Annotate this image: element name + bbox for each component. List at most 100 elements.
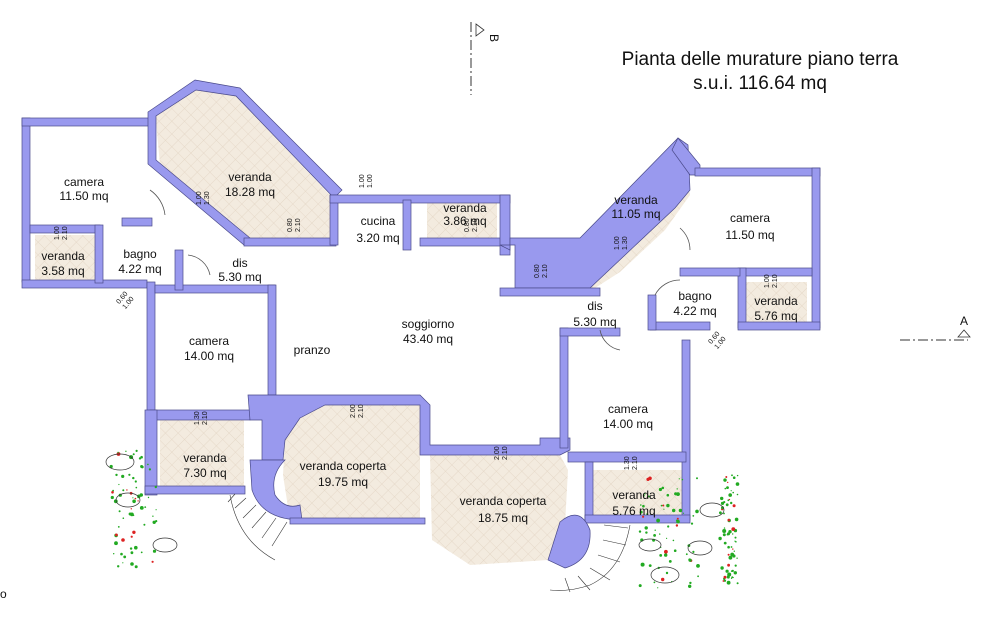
- opening-width: 1.30: [624, 456, 631, 470]
- wall-segment: [499, 137, 691, 289]
- room-name: dis: [232, 256, 247, 270]
- vegetation-dot: [644, 493, 646, 495]
- room-name: veranda: [612, 488, 656, 502]
- room-name: veranda: [41, 249, 85, 263]
- vegetation-dot: [128, 473, 131, 476]
- wall-segment: [647, 294, 657, 331]
- opening-height: 2.10: [542, 264, 549, 278]
- room-name: bagno: [123, 247, 157, 261]
- vegetation-dot: [132, 530, 136, 534]
- wall-segment: [267, 284, 277, 396]
- vegetation-dot: [122, 489, 125, 492]
- wall-segment: [584, 461, 594, 521]
- wall-segment: [21, 279, 148, 289]
- vegetation-dot: [727, 545, 730, 549]
- door-swing: [187, 254, 211, 276]
- room-area: 3.58 mq: [41, 264, 84, 278]
- vegetation-dot: [661, 577, 665, 582]
- vegetation-dot: [719, 511, 722, 515]
- vegetation-dot: [718, 536, 722, 541]
- wall-segment: [649, 321, 711, 331]
- vegetation-dot: [668, 560, 672, 563]
- vegetation-dot: [663, 508, 665, 510]
- vegetation-dot: [132, 499, 136, 504]
- room-area: 14.00 mq: [184, 349, 234, 363]
- vegetation-dot: [653, 581, 656, 584]
- wall-segment: [584, 514, 691, 524]
- room-name: cucina: [361, 214, 396, 228]
- vegetation-dot: [117, 526, 120, 528]
- vegetation-dot: [697, 575, 699, 578]
- wall-segment: [681, 339, 691, 521]
- room-name: camera: [730, 211, 770, 225]
- vegetation-dot: [672, 508, 676, 513]
- vegetation-dot: [646, 477, 650, 481]
- vegetation-dot: [657, 587, 659, 589]
- room-name: veranda: [443, 201, 487, 215]
- room-area: 3.20 mq: [356, 231, 399, 245]
- vegetation-dot: [121, 474, 125, 478]
- room-name: pranzo: [294, 343, 331, 357]
- wall-segment: [679, 267, 741, 277]
- vegetation-dot: [732, 576, 734, 579]
- vegetation-dot: [640, 504, 642, 506]
- vegetation-dot: [690, 522, 694, 525]
- vegetation-dot: [681, 478, 684, 481]
- vegetation-dot: [722, 529, 727, 533]
- room-area: 14.00 mq: [603, 417, 653, 431]
- vegetation-dot: [132, 453, 135, 456]
- vegetation-dot: [134, 497, 137, 500]
- vegetation-dot: [724, 487, 727, 490]
- vegetation-dot: [732, 491, 734, 494]
- vegetation-dot: [732, 504, 736, 508]
- vegetation-dot: [662, 504, 665, 507]
- room-area: 7.30 mq: [183, 466, 226, 480]
- vegetation-dot: [736, 493, 739, 496]
- room-name: dis: [587, 299, 602, 313]
- room-area: 18.28 mq: [225, 185, 275, 199]
- opening-height: 2.10: [202, 411, 209, 425]
- vegetation-dot: [736, 474, 739, 477]
- wall-segment: [146, 281, 156, 423]
- room-area: 5.76 mq: [754, 309, 797, 323]
- vegetation-dot: [122, 517, 125, 519]
- vegetation-dot: [723, 575, 727, 579]
- opening-height: 1.30: [622, 236, 629, 250]
- vegetation-dot: [685, 553, 688, 556]
- garden-rock: [152, 537, 178, 553]
- room-area: 11.50 mq: [59, 189, 108, 203]
- room-area: 4.22 mq: [118, 262, 161, 276]
- vegetation-dot: [734, 564, 737, 567]
- vegetation-dot: [132, 497, 134, 499]
- room-labels: camera 11.50 mq veranda 18.28 mq veranda…: [41, 170, 798, 525]
- vegetation-dot: [727, 553, 730, 556]
- vegetation-dot: [692, 550, 695, 554]
- vegetation-dot: [140, 465, 144, 468]
- room-name: soggiorno: [402, 317, 455, 331]
- vegetation-dot: [143, 523, 146, 526]
- door-swings: [149, 189, 691, 351]
- door-swing: [654, 279, 681, 296]
- vegetation-dot: [735, 482, 740, 486]
- vegetation-dot: [659, 554, 663, 557]
- vegetation-dot: [640, 562, 645, 567]
- room-name: camera: [608, 402, 648, 416]
- vegetation-dot: [730, 546, 733, 548]
- vegetation-dot: [134, 480, 137, 483]
- vegetation-dot: [642, 504, 645, 508]
- vegetation-dot: [723, 541, 727, 545]
- wall-segment: [144, 409, 158, 496]
- vegetation-dot: [155, 520, 158, 523]
- wall-segment: [249, 459, 303, 521]
- vegetation-dot: [152, 515, 154, 517]
- vegetation-dot: [117, 565, 120, 568]
- vegetation-dot: [722, 580, 725, 582]
- opening-dimension: 0.601.00: [115, 291, 135, 311]
- vegetation-dot: [675, 524, 679, 527]
- vegetation-dot: [130, 508, 132, 510]
- wall-segment: [174, 249, 184, 291]
